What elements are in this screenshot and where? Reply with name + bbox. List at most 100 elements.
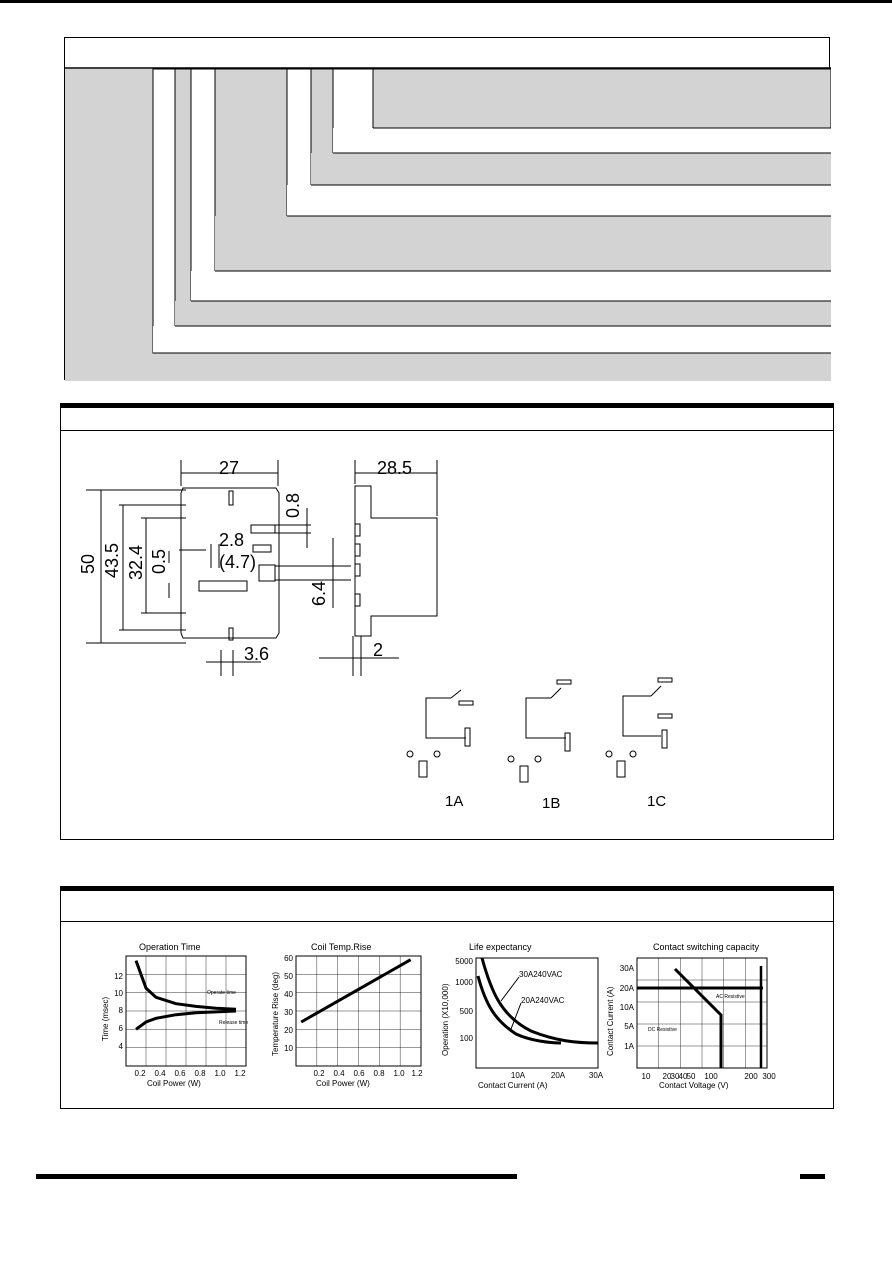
chart1-ylabel: Time (msec) <box>101 997 110 1041</box>
chart4-x-tick: 200 <box>744 1072 758 1081</box>
chart4-x-tick: 20 <box>663 1072 672 1081</box>
chart1-x-tick: 0.2 <box>134 1069 146 1078</box>
dim-tab-pitch: (4.7) <box>219 552 256 572</box>
chart2-x-tick: 1.0 <box>393 1069 405 1078</box>
dim-side-depth: 28.5 <box>377 458 412 478</box>
chart4-series-label-dc: DC Resistive <box>648 1027 677 1033</box>
schematic-1a: 1A <box>406 689 474 810</box>
series-temp-rise <box>300 958 412 1024</box>
chart4-x-tick: 50 <box>687 1072 696 1081</box>
chart3-y-tick: 500 <box>460 1007 474 1016</box>
chart3-series-label-20a: 20A240VAC <box>521 996 565 1005</box>
spec-table <box>65 67 831 381</box>
chart1-series-label-release: Release time <box>219 1020 248 1026</box>
chart4-x-tick: 10 <box>642 1072 651 1081</box>
chart1-y-tick: 8 <box>119 1006 124 1015</box>
chart4-xlabel: Contact Voltage (V) <box>659 1081 729 1090</box>
dim-side-pin-length: 2 <box>373 640 383 660</box>
chart3-title: Life expectancy <box>469 942 532 952</box>
footer-page-mark <box>800 1174 825 1179</box>
chart4-x-tick: 100 <box>704 1072 718 1081</box>
dim-tab-width: 2.8 <box>219 530 244 550</box>
dimensions-header <box>61 408 833 431</box>
chart2-x-tick: 1.2 <box>411 1069 423 1078</box>
spec-table-panel <box>64 37 831 381</box>
chart2-y-tick: 30 <box>284 1008 293 1017</box>
chart4-x-tick: 30 <box>671 1072 680 1081</box>
chart3-y-tick: 1000 <box>455 978 473 987</box>
chart2-ylabel: Temperature Rise (deg) <box>271 972 280 1056</box>
chart3-x-tick: 30A <box>589 1071 604 1080</box>
schematic-label-1a: 1A <box>445 793 463 810</box>
chart1-xlabel: Coil Power (W) <box>147 1079 201 1088</box>
footer-rule <box>36 1174 517 1179</box>
chart4-y-tick: 5A <box>624 1022 634 1031</box>
series-30a <box>480 957 599 1045</box>
chart2-x-tick: 0.4 <box>333 1069 345 1078</box>
dim-tab-thickness: 0.8 <box>283 493 303 518</box>
dim-pin-span: 32.4 <box>126 545 146 580</box>
chart4-y-tick: 1A <box>624 1042 634 1051</box>
dim-height-total: 50 <box>78 554 98 574</box>
chart1-series-label-operate: Operate time <box>207 990 236 996</box>
chart1-x-tick: 1.0 <box>214 1069 226 1078</box>
contact-schematics: 1A 1B 1C <box>406 677 673 812</box>
chart3-x-tick: 20A <box>551 1071 566 1080</box>
chart1-title: Operation Time <box>139 942 201 952</box>
chart2-y-tick: 40 <box>284 990 293 999</box>
chart-operation-time: Operation Time 12 10 8 6 4 0.2 0.4 0.6 0.8 1.0 1.2… <box>101 942 248 1088</box>
chart4-y-tick: 30A <box>620 964 635 973</box>
chart1-y-tick: 10 <box>114 989 123 998</box>
chart4-title: Contact switching capacity <box>653 942 760 952</box>
section-bar-dimensions <box>60 403 834 407</box>
chart3-ylabel: Operation (X10,000) <box>441 983 450 1056</box>
dimensions-panel: 27 50 43.5 32.4 0.5 2.8 (4.7) 3.6 <box>60 407 834 840</box>
chart4-y-tick: 10A <box>620 1003 635 1012</box>
chart1-y-tick: 12 <box>114 972 123 981</box>
chart4-y-tick: 20A <box>620 984 635 993</box>
chart-switching: Contact switching capacity 30A 20A 10A 5A 1A… <box>606 942 776 1090</box>
chart4-ylabel: Contact Current (A) <box>606 986 615 1056</box>
series-20a <box>476 975 562 1045</box>
chart1-x-tick: 0.4 <box>154 1069 166 1078</box>
series-operate-time <box>134 960 237 1011</box>
chart2-x-tick: 0.2 <box>313 1069 325 1078</box>
dimension-drawing: 27 50 43.5 32.4 0.5 2.8 (4.7) 3.6 <box>78 458 438 676</box>
staircase-steps <box>152 68 831 381</box>
chart1-x-tick: 1.2 <box>234 1069 246 1078</box>
chart2-y-tick: 20 <box>284 1026 293 1035</box>
dim-pin-spacing: 6.4 <box>309 581 329 606</box>
dim-height-inner: 43.5 <box>102 543 122 578</box>
series-dc-resistive <box>673 967 723 1068</box>
chart2-title: Coil Temp.Rise <box>311 942 371 952</box>
chart1-y-tick: 6 <box>119 1024 124 1033</box>
charts-panel: Operation Time 12 10 8 6 4 0.2 0.4 0.6 0.8 1.0 1.2… <box>60 890 834 1109</box>
dim-width: 27 <box>219 458 239 478</box>
chart1-x-tick: 0.6 <box>174 1069 186 1078</box>
chart1-y-tick: 4 <box>119 1042 124 1051</box>
schematic-label-1b: 1B <box>542 795 560 812</box>
chart3-x-tick: 10A <box>511 1071 526 1080</box>
chart3-y-tick: 100 <box>460 1034 474 1043</box>
chart3-series-label-30a: 30A240VAC <box>519 970 563 979</box>
charts-header <box>61 891 833 922</box>
chart3-xlabel: Contact Current (A) <box>478 1081 548 1090</box>
schematic-label-1c: 1C <box>647 793 666 810</box>
schematic-1b: 1B <box>507 679 572 812</box>
series-release-time <box>135 1009 237 1031</box>
chart2-y-tick: 50 <box>284 972 293 981</box>
chart2-xlabel: Coil Power (W) <box>316 1079 370 1088</box>
chart2-y-tick: 10 <box>284 1044 293 1053</box>
schematic-1c: 1C <box>605 677 673 810</box>
chart4-x-tick: 300 <box>762 1072 776 1081</box>
chart2-x-tick: 0.6 <box>353 1069 365 1078</box>
top-rule <box>0 0 892 3</box>
chart4-series-label-ac: AC Resistive <box>716 994 745 1000</box>
chart3-y-tick: 5000 <box>455 957 473 966</box>
chart1-x-tick: 0.8 <box>194 1069 206 1078</box>
chart4-x-tick: 40 <box>679 1072 688 1081</box>
chart2-y-tick: 60 <box>284 954 293 963</box>
dim-pin-offset: 0.5 <box>149 549 169 574</box>
